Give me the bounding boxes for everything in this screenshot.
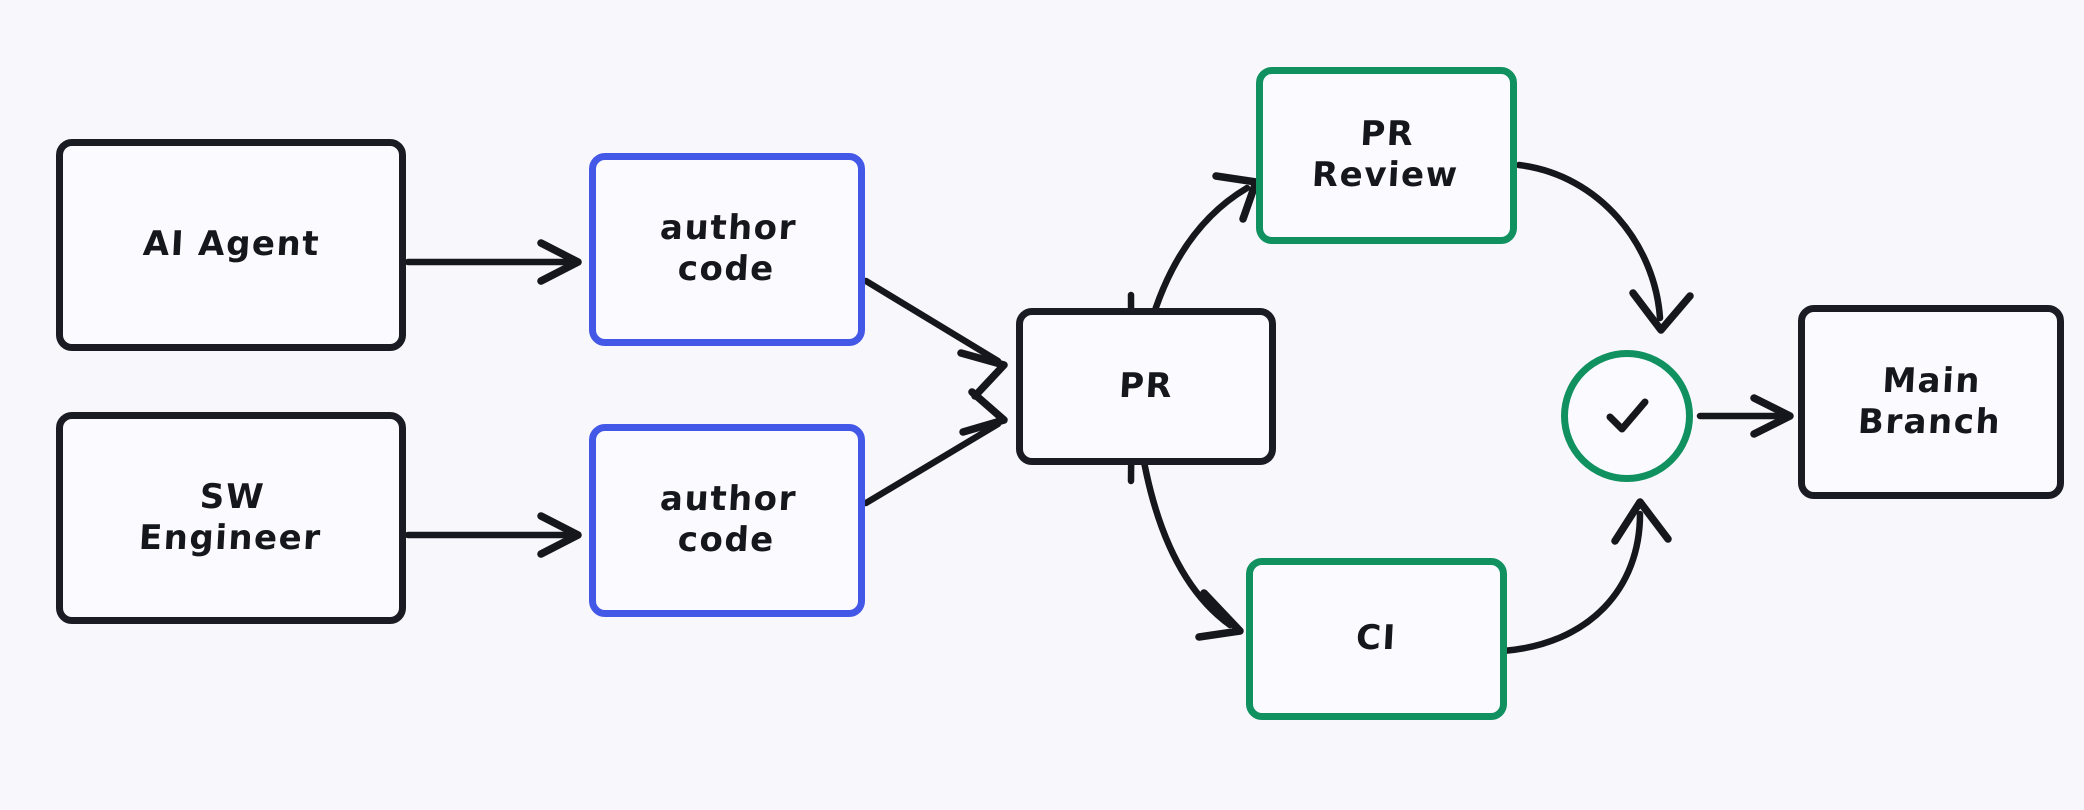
node-pr[interactable]: PR	[1016, 308, 1276, 465]
node-ai-agent[interactable]: AI Agent	[56, 139, 406, 351]
node-author-code-engineer[interactable]: author code	[589, 424, 865, 617]
edge-author-code-to-pr-bottom	[862, 388, 1008, 507]
node-main-branch[interactable]: Main Branch	[1798, 305, 2064, 499]
node-ci-label: CI	[1355, 618, 1398, 659]
node-author-code-ai-label: author code	[658, 208, 798, 290]
node-ai-agent-label: AI Agent	[141, 224, 321, 265]
edge-ai-agent-to-author-code	[404, 239, 582, 285]
edge-pr-review-to-check	[1515, 161, 1694, 334]
node-main-branch-label: Main Branch	[1857, 360, 2003, 442]
edge-ci-to-check	[1499, 498, 1672, 655]
node-merge-check[interactable]	[1561, 350, 1693, 482]
edge-author-code-to-pr-top	[862, 277, 1008, 400]
node-author-code-engineer-label: author code	[658, 479, 798, 561]
check-mark-icon	[1606, 398, 1649, 433]
node-sw-engineer-label: SW Engineer	[137, 476, 323, 558]
node-author-code-ai[interactable]: author code	[589, 153, 865, 346]
edge-sw-engineer-to-author-code	[404, 512, 582, 558]
node-pr-review[interactable]: PR Review	[1256, 67, 1517, 244]
node-ci[interactable]: CI	[1246, 558, 1507, 720]
node-sw-engineer[interactable]: SW Engineer	[56, 412, 406, 624]
node-pr-label: PR	[1117, 365, 1175, 406]
node-pr-review-label: PR Review	[1311, 114, 1460, 196]
edge-check-to-main-branch	[1696, 394, 1794, 438]
